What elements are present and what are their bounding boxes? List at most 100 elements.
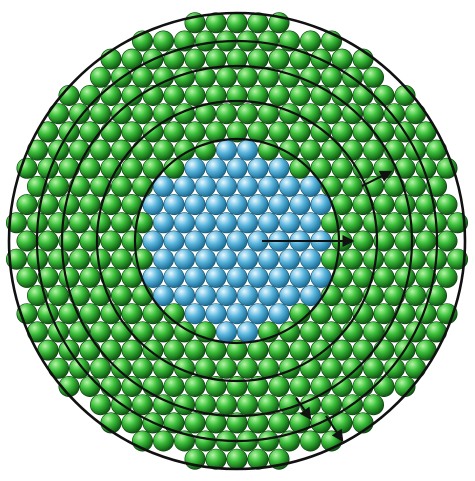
shell-atom bbox=[374, 85, 394, 105]
shell-atom bbox=[342, 285, 362, 305]
core-atom bbox=[237, 322, 257, 342]
shell-atom bbox=[122, 231, 142, 251]
shell-atom bbox=[363, 213, 383, 233]
shell-atom bbox=[395, 304, 415, 324]
shell-atom bbox=[59, 304, 79, 324]
shell-atom bbox=[164, 376, 184, 396]
shell-atom bbox=[395, 158, 415, 178]
shell-atom bbox=[111, 322, 131, 342]
core-atom bbox=[164, 194, 184, 214]
core-atom bbox=[195, 249, 215, 269]
core-atom bbox=[227, 267, 247, 287]
shell-atom bbox=[69, 213, 89, 233]
core-atom bbox=[206, 304, 226, 324]
shell-atom bbox=[111, 213, 131, 233]
shell-atom bbox=[332, 122, 352, 142]
shell-atom bbox=[290, 376, 310, 396]
shell-atom bbox=[300, 395, 320, 415]
core-atom bbox=[269, 304, 289, 324]
shell-atom bbox=[437, 267, 457, 287]
shell-atom bbox=[90, 358, 110, 378]
core-atom bbox=[216, 176, 236, 196]
shell-atom bbox=[342, 176, 362, 196]
shell-atom bbox=[363, 395, 383, 415]
shell-atom bbox=[101, 85, 121, 105]
core-atom bbox=[248, 304, 268, 324]
core-atom bbox=[290, 267, 310, 287]
shell-atom bbox=[374, 304, 394, 324]
core-atom bbox=[300, 249, 320, 269]
shell-atom bbox=[111, 358, 131, 378]
core-atom bbox=[290, 194, 310, 214]
core-atom bbox=[185, 304, 205, 324]
shell-atom bbox=[437, 194, 457, 214]
shell-atom bbox=[384, 249, 404, 269]
shell-atom bbox=[48, 285, 68, 305]
shell-atom bbox=[164, 122, 184, 142]
shell-atom bbox=[384, 213, 404, 233]
shell-atom bbox=[17, 231, 37, 251]
shell-atom bbox=[80, 267, 100, 287]
core-atom bbox=[206, 267, 226, 287]
core-atom bbox=[206, 231, 226, 251]
core-atom bbox=[248, 267, 268, 287]
shell-atom bbox=[90, 213, 110, 233]
shell-atom bbox=[416, 231, 436, 251]
shell-atom bbox=[332, 158, 352, 178]
core-atom bbox=[216, 249, 236, 269]
core-atom bbox=[279, 176, 299, 196]
shell-atom bbox=[101, 231, 121, 251]
shell-atom bbox=[111, 285, 131, 305]
shell-atom bbox=[48, 213, 68, 233]
core-atom bbox=[237, 176, 257, 196]
shell-atom bbox=[363, 104, 383, 124]
shell-atom bbox=[384, 358, 404, 378]
core-atom bbox=[185, 158, 205, 178]
shell-atom bbox=[290, 340, 310, 360]
core-atom bbox=[174, 176, 194, 196]
core-atom bbox=[279, 285, 299, 305]
shell-atom bbox=[405, 249, 425, 269]
shell-atom bbox=[321, 140, 341, 160]
shell-atom bbox=[363, 358, 383, 378]
shell-atom bbox=[321, 358, 341, 378]
shell-atom bbox=[59, 267, 79, 287]
shell-atom bbox=[300, 140, 320, 160]
shell-atom bbox=[90, 67, 110, 87]
core-atom bbox=[248, 194, 268, 214]
shell-atom bbox=[101, 122, 121, 142]
shell-atom bbox=[132, 67, 152, 87]
shell-atom bbox=[332, 340, 352, 360]
core-atom bbox=[216, 140, 236, 160]
shell-atom bbox=[374, 122, 394, 142]
core-atom bbox=[216, 322, 236, 342]
core-atom bbox=[195, 176, 215, 196]
shell-atom bbox=[269, 376, 289, 396]
shell-atom bbox=[48, 176, 68, 196]
shell-atom bbox=[17, 267, 37, 287]
shell-atom bbox=[195, 31, 215, 51]
shell-atom bbox=[90, 249, 110, 269]
shell-atom bbox=[80, 194, 100, 214]
shell-atom bbox=[185, 340, 205, 360]
shell-atom bbox=[185, 413, 205, 433]
shell-atom bbox=[342, 104, 362, 124]
shell-atom bbox=[321, 104, 341, 124]
shell-atom bbox=[69, 104, 89, 124]
shell-atom bbox=[216, 358, 236, 378]
shell-atom bbox=[227, 376, 247, 396]
shell-atom bbox=[269, 413, 289, 433]
shell-atom bbox=[405, 213, 425, 233]
core-atom bbox=[258, 176, 278, 196]
core-atom bbox=[269, 194, 289, 214]
shell-atom bbox=[363, 67, 383, 87]
shell-atom bbox=[153, 31, 173, 51]
shell-atom bbox=[405, 176, 425, 196]
core-atom bbox=[279, 249, 299, 269]
core-atom bbox=[227, 158, 247, 178]
core-atom bbox=[300, 213, 320, 233]
shell-atom bbox=[59, 194, 79, 214]
core-atom bbox=[174, 285, 194, 305]
core-atom bbox=[258, 285, 278, 305]
shell-atom bbox=[153, 67, 173, 87]
